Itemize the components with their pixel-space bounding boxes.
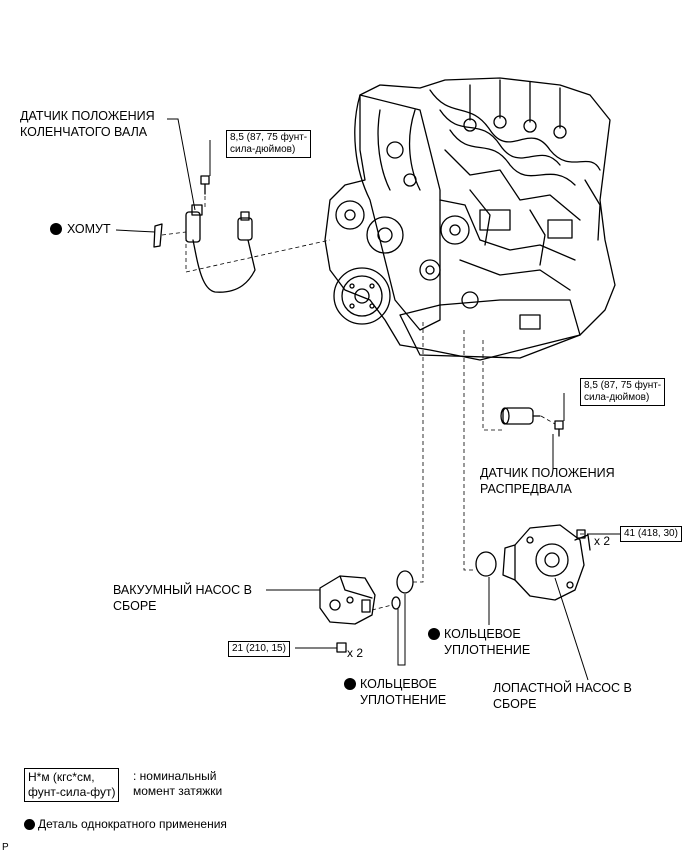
non-reusable-legend-icon [24, 819, 35, 830]
leader-lines [115, 118, 620, 681]
vacuum-pump-label: ВАКУУМНЫЙ НАСОС В СБОРЕ [113, 583, 252, 613]
vane-pump-label: ЛОПАСТНОЙ НАСОС В СБОРЕ [493, 681, 632, 711]
o-ring-large-drawing [396, 570, 414, 594]
non-reusable-bullet-icon [428, 628, 440, 640]
clamp-drawing [153, 223, 163, 248]
legend-torque-units-box: Н*м (кгс*см, фунт-сила-фут) [24, 768, 120, 802]
vane-pump-o-ring-label: КОЛЬЦЕВОЕ УПЛОТНЕНИЕ [444, 627, 531, 657]
non-reusable-bullet-icon [344, 678, 356, 690]
vacuum-pump-bolt-drawing [336, 642, 347, 653]
non-reusable-bullet-icon [50, 223, 62, 235]
cam-sensor-torque-box: 8,5 (87, 75 фунт- сила-дюймов) [580, 378, 666, 406]
assembly-guide-lines [161, 196, 584, 611]
vane-pump-o-ring-drawing [475, 551, 497, 577]
o-ring-small-drawing [391, 596, 401, 610]
crank-sensor-label: ДАТЧИК ПОЛОЖЕНИЯ КОЛЕНЧАТОГО ВАЛА [20, 109, 155, 139]
crank-sensor-drawing [185, 204, 256, 293]
legend-non-reusable-text: Деталь однократного применения [38, 817, 227, 831]
legend-torque-description: : номинальный момент затяжки [133, 769, 223, 798]
vacuum-pump-o-ring-label: КОЛЬЦЕВОЕ УПЛОТНЕНИЕ [360, 677, 447, 707]
vane-pump-multiplier: x 2 [594, 534, 611, 548]
engine-block-drawing [324, 77, 616, 361]
vane-pump-torque-box: 41 (418, 30) [620, 526, 682, 542]
vacuum-pump-multiplier: x 2 [347, 646, 364, 660]
crank-sensor-bolt-drawing [200, 175, 210, 195]
vacuum-pump-torque-box: 21 (210, 15) [228, 641, 290, 657]
clamp-label: ХОМУТ [67, 222, 111, 236]
cam-sensor-drawing [500, 407, 541, 425]
cam-sensor-label: ДАТЧИК ПОЛОЖЕНИЯ РАСПРЕДВАЛА [480, 466, 615, 496]
vacuum-pump-drawing [319, 575, 376, 625]
crank-sensor-torque-box: 8,5 (87, 75 фунт- сила-дюймов) [226, 130, 312, 158]
cam-sensor-bolt-drawing [554, 420, 564, 437]
vane-pump-nut-drawing [576, 529, 586, 539]
corner-mark: P [2, 842, 9, 853]
